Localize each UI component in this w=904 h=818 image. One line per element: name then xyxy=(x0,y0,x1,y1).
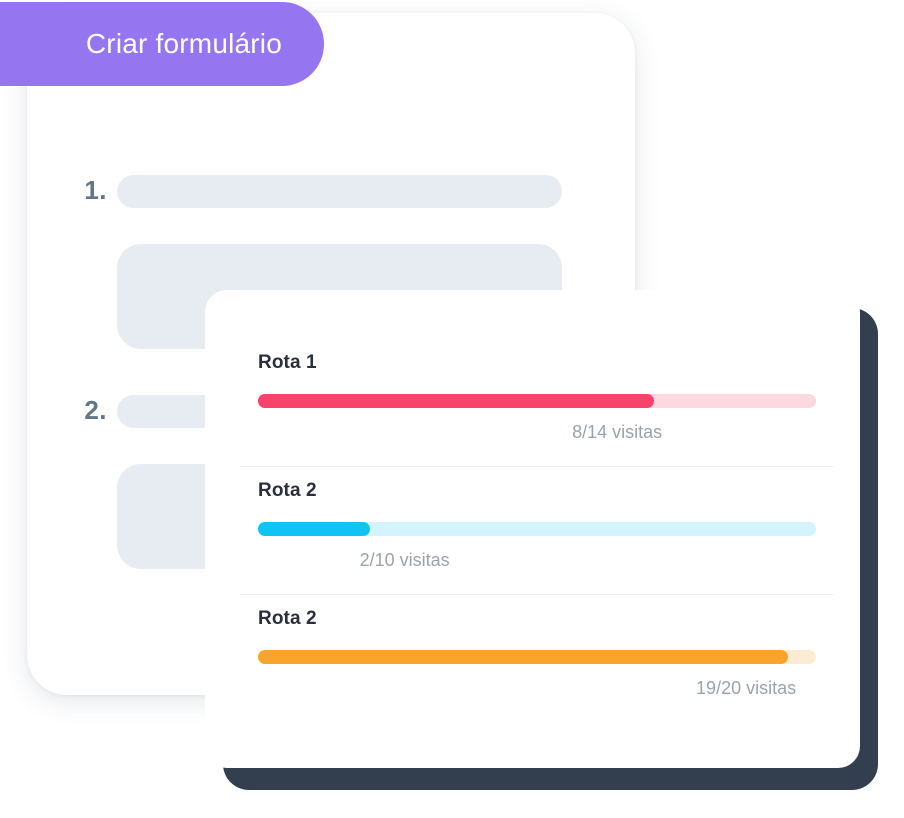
form-question-placeholder-line xyxy=(117,175,562,208)
form-question-number: 2. xyxy=(84,395,107,425)
list-divider xyxy=(240,594,833,595)
list-divider xyxy=(240,466,833,467)
route-title: Rota 2 xyxy=(258,480,317,501)
route-progress-item: Rota 1 8/14 visitas xyxy=(240,352,838,446)
visits-count-label: 2/10 visitas xyxy=(359,550,450,570)
progress-bar-track xyxy=(258,394,816,408)
visits-row: 2/10 visitas xyxy=(258,550,816,574)
progress-bar-track xyxy=(258,522,816,536)
route-title: Rota 2 xyxy=(258,608,317,629)
visits-count-label: 8/14 visitas xyxy=(572,422,663,442)
create-form-button-label: Criar formulário xyxy=(85,28,282,59)
route-title: Rota 1 xyxy=(258,352,317,373)
route-progress-item: Rota 2 2/10 visitas xyxy=(240,480,838,574)
route-progress-item: Rota 2 19/20 visitas xyxy=(240,608,838,702)
visits-count-label: 19/20 visitas xyxy=(696,678,797,698)
progress-bar-fill xyxy=(258,650,789,664)
progress-bar-fill xyxy=(258,522,370,536)
create-form-button[interactable]: Criar formulário xyxy=(0,2,324,86)
progress-bar-track xyxy=(258,650,816,664)
progress-bar-fill xyxy=(258,394,655,408)
route-progress-list: Rota 1 8/14 visitas Rota 2 2/10 visitas xyxy=(205,290,860,768)
visits-row: 19/20 visitas xyxy=(258,678,816,702)
visits-row: 8/14 visitas xyxy=(258,422,816,446)
progress-card: Rota 1 8/14 visitas Rota 2 2/10 visitas xyxy=(205,290,860,768)
form-question-number: 1. xyxy=(84,175,107,205)
